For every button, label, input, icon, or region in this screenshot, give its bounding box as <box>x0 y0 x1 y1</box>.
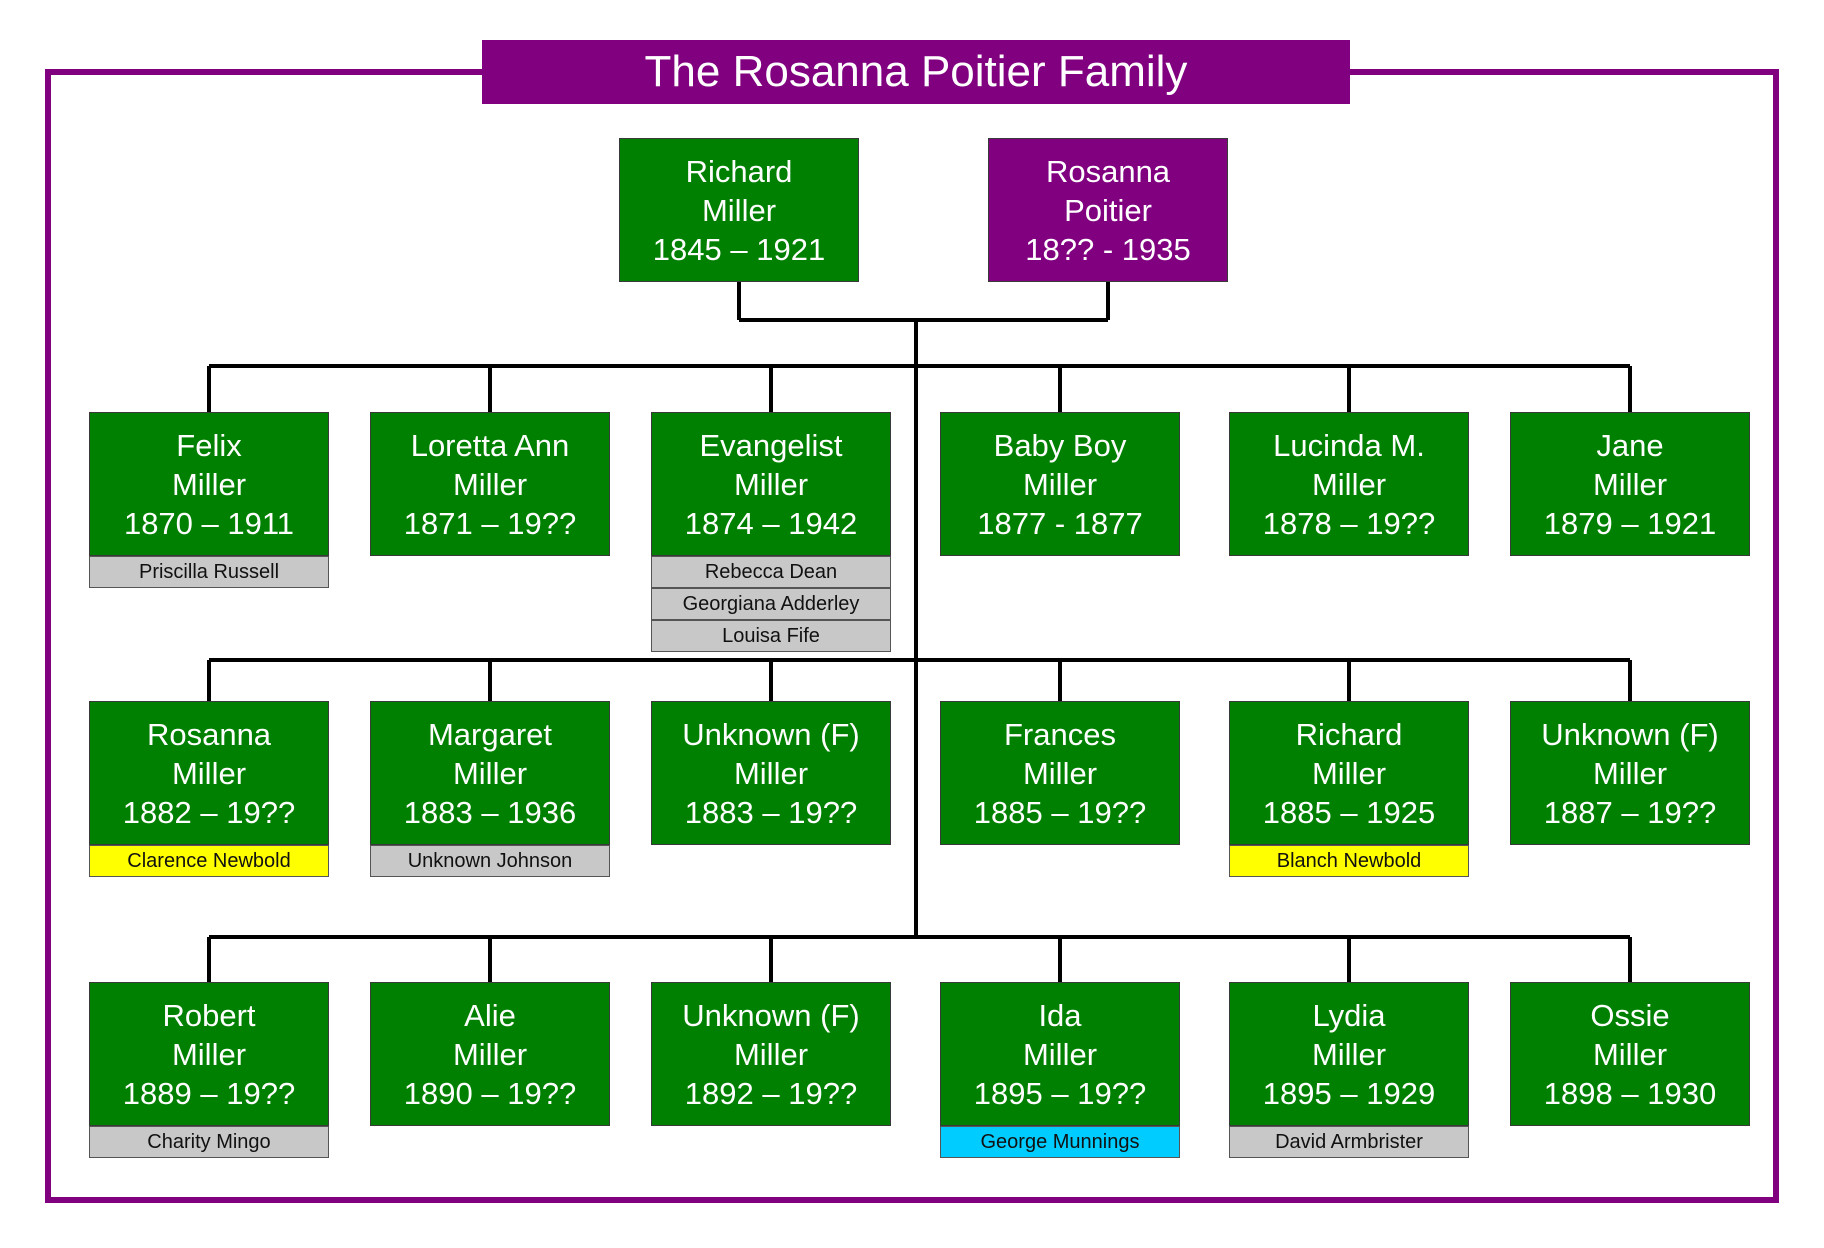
person-first-name: Lucinda M. <box>1273 427 1425 463</box>
person-years: 1883 – 1936 <box>403 794 577 830</box>
person-last-name: Miller <box>1592 466 1668 502</box>
person-first-name: Unknown (F) <box>1541 716 1719 752</box>
person-years: 1885 – 1925 <box>1262 794 1436 830</box>
person-years: 1870 – 1911 <box>123 505 295 541</box>
person-first-name: Baby Boy <box>993 427 1127 463</box>
person-first-name: Evangelist <box>699 427 843 463</box>
person-last-name: Miller <box>1022 755 1098 791</box>
person-first-name: Margaret <box>427 716 553 752</box>
person-first-name: Lydia <box>1312 997 1386 1033</box>
person-years: 1877 - 1877 <box>977 505 1143 541</box>
person-last-name: Miller <box>1592 755 1668 791</box>
person-first-name: Jane <box>1596 427 1664 463</box>
spouse-label: David Armbrister <box>1229 1126 1469 1158</box>
person-first-name: Rosanna <box>1045 153 1171 189</box>
person-years: 1887 – 19?? <box>1543 794 1717 830</box>
person-first-name: Robert <box>162 997 256 1033</box>
spouse-label: Georgiana Adderley <box>651 588 891 620</box>
spouse-label: Charity Mingo <box>89 1126 329 1158</box>
person-years: 1883 – 19?? <box>684 794 858 830</box>
person-last-name: Miller <box>733 466 809 502</box>
spouse-label: Louisa Fife <box>651 620 891 652</box>
person-last-name: Miller <box>452 755 528 791</box>
person-years: 1871 – 19?? <box>403 505 577 541</box>
person-years: 1889 – 19?? <box>122 1075 296 1111</box>
person-first-name: Richard <box>685 153 793 189</box>
person-years: 1845 – 1921 <box>652 231 826 267</box>
person-years: 1898 – 1930 <box>1543 1075 1717 1111</box>
person-first-name: Loretta Ann <box>410 427 570 463</box>
person-last-name: Miller <box>701 192 777 228</box>
person-last-name: Miller <box>452 1036 528 1072</box>
person-last-name: Miller <box>733 755 809 791</box>
person-years: 1895 – 19?? <box>973 1075 1147 1111</box>
person-last-name: Miller <box>171 1036 247 1072</box>
person-last-name: Poitier <box>1064 192 1152 228</box>
person-years: 1878 – 19?? <box>1262 505 1436 541</box>
person-last-name: Miller <box>171 466 247 502</box>
person-last-name: Miller <box>452 466 528 502</box>
person-first-name: Alie <box>464 997 516 1033</box>
person-first-name: Ida <box>1038 997 1082 1033</box>
page-title-text: The Rosanna Poitier Family <box>644 47 1188 96</box>
person-years: 1885 – 19?? <box>973 794 1147 830</box>
person-years: 1895 – 1929 <box>1262 1075 1436 1111</box>
person-last-name: Miller <box>733 1036 809 1072</box>
person-years: 1892 – 19?? <box>684 1075 858 1111</box>
person-first-name: Richard <box>1295 716 1403 752</box>
person-last-name: Miller <box>1311 1036 1387 1072</box>
person-last-name: Miller <box>1022 466 1098 502</box>
person-years: 1890 – 19?? <box>403 1075 577 1111</box>
person-last-name: Miller <box>1022 1036 1098 1072</box>
spouse-label: Unknown Johnson <box>370 845 610 877</box>
spouse-label: Clarence Newbold <box>89 845 329 877</box>
person-last-name: Miller <box>171 755 247 791</box>
spouse-label: George Munnings <box>940 1126 1180 1158</box>
person-years: 1882 – 19?? <box>122 794 296 830</box>
person-first-name: Unknown (F) <box>682 997 860 1033</box>
person-years: 1874 – 1942 <box>684 505 858 541</box>
person-first-name: Felix <box>176 427 242 463</box>
person-last-name: Miller <box>1311 755 1387 791</box>
person-last-name: Miller <box>1592 1036 1668 1072</box>
person-years: 18?? - 1935 <box>1025 231 1191 267</box>
spouse-label: Rebecca Dean <box>651 556 891 588</box>
spouse-label: Priscilla Russell <box>89 556 329 588</box>
page-title: The Rosanna Poitier Family <box>482 40 1350 104</box>
person-first-name: Unknown (F) <box>682 716 860 752</box>
person-years: 1879 – 1921 <box>1543 505 1717 541</box>
person-first-name: Rosanna <box>146 716 272 752</box>
person-last-name: Miller <box>1311 466 1387 502</box>
person-first-name: Ossie <box>1590 997 1670 1033</box>
person-first-name: Frances <box>1004 716 1116 752</box>
spouse-label: Blanch Newbold <box>1229 845 1469 877</box>
